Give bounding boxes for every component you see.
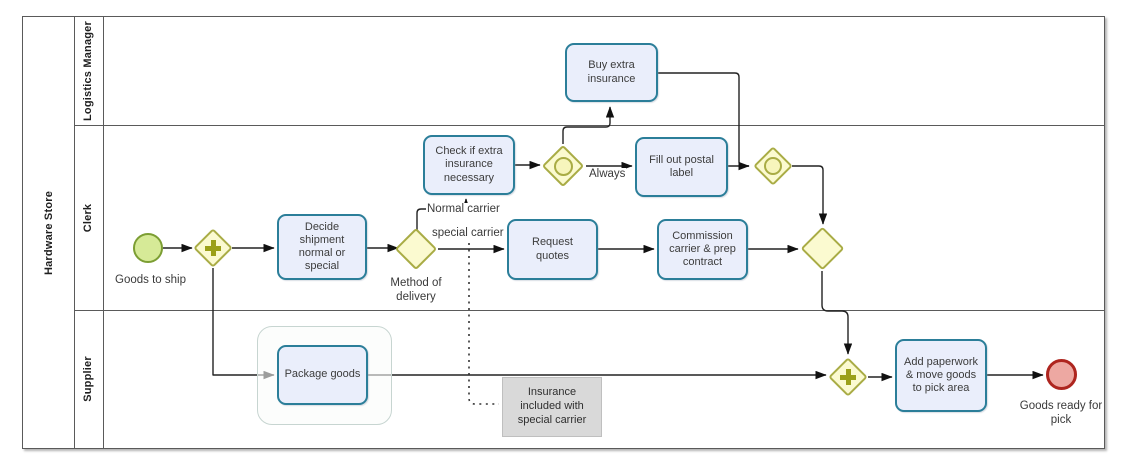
- start-event-goods-to-ship[interactable]: [133, 233, 163, 263]
- task-check-extra-insurance[interactable]: Check if extra insurance necessary: [423, 135, 515, 195]
- task-label: Buy extra insurance: [587, 59, 636, 85]
- task-label: Check if extra insurance necessary: [435, 145, 503, 184]
- pool-title-divider: [74, 17, 75, 448]
- pool-title: Hardware Store: [43, 190, 55, 276]
- flow-label-normal-carrier: Normal carrier: [426, 203, 501, 215]
- lane-divider-1: [74, 125, 1104, 126]
- lane-label-divider: [103, 17, 104, 448]
- annotation-text: Insurance included with special carrier: [517, 386, 587, 426]
- start-event-label: Goods to ship: [115, 274, 186, 286]
- parallel-gateway-icon: [836, 365, 860, 389]
- lane-divider-2: [74, 310, 1104, 311]
- parallel-gateway-icon: [201, 236, 225, 260]
- task-label: Request quotes: [532, 236, 573, 262]
- task-fill-out-postal-label[interactable]: Fill out postal label: [635, 137, 728, 197]
- task-buy-extra-insurance[interactable]: Buy extra insurance: [565, 43, 658, 102]
- inclusive-gateway-icon: [550, 153, 576, 179]
- task-commission-carrier[interactable]: Commission carrier & prep contract: [657, 219, 748, 280]
- lane-label-clerk: Clerk: [82, 203, 94, 233]
- annotation-insurance-included[interactable]: Insurance included with special carrier: [502, 377, 602, 437]
- task-label: Decide shipment normal or special: [298, 220, 346, 273]
- task-label: Add paperwork & move goods to pick area: [904, 355, 978, 395]
- task-decide-shipment[interactable]: Decide shipment normal or special: [277, 214, 367, 280]
- end-event-label: Goods ready for pick: [1019, 400, 1103, 427]
- task-request-quotes[interactable]: Request quotes: [507, 219, 598, 280]
- task-label: Fill out postal label: [649, 153, 714, 179]
- flow-label-special-carrier: special carrier: [431, 227, 505, 239]
- end-event-goods-ready[interactable]: [1046, 359, 1077, 390]
- lane-label-supplier: Supplier: [82, 356, 94, 402]
- inclusive-gateway-icon: [761, 154, 785, 178]
- method-gateway-label: Method of delivery: [390, 277, 442, 304]
- task-package-goods[interactable]: Package goods: [277, 345, 368, 405]
- flow-label-always: Always: [588, 168, 627, 180]
- task-label: Package goods: [284, 368, 361, 381]
- lane-label-logistics-manager: Logistics Manager: [82, 21, 94, 121]
- task-add-paperwork[interactable]: Add paperwork & move goods to pick area: [895, 339, 987, 412]
- task-label: Commission carrier & prep contract: [669, 229, 736, 269]
